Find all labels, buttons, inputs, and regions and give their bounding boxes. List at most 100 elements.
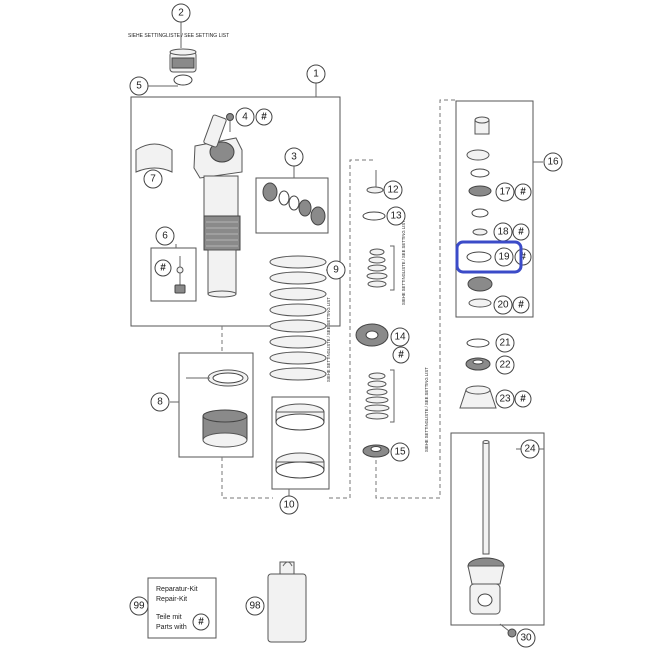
svg-text:13: 13: [390, 211, 402, 222]
svg-text:24: 24: [524, 444, 536, 455]
svg-text:#: #: [518, 227, 524, 238]
callout-10: 10: [279, 495, 299, 515]
repair-kit-card: Reparatur-Kit Repair-Kit Teile mit Parts…: [147, 577, 217, 639]
seal-kit-part-3: [262, 182, 326, 226]
hash-marker-6: #: [154, 259, 172, 277]
callout-23: 23: [495, 389, 515, 409]
svg-text:98: 98: [249, 601, 261, 612]
clamp-part-8: [186, 369, 249, 448]
svg-text:12: 12: [387, 185, 399, 196]
svg-text:19: 19: [498, 252, 510, 263]
part-14-piston: [355, 323, 389, 347]
hash-marker-17: #: [514, 183, 532, 201]
callout-4: 4: [235, 107, 255, 127]
svg-text:3: 3: [291, 152, 297, 163]
svg-text:16: 16: [547, 157, 559, 168]
callout-17: 17: [495, 182, 515, 202]
part-13-washer: [362, 211, 386, 221]
callout-8: 8: [150, 392, 170, 412]
route-dash-3: [329, 159, 376, 499]
svg-text:99: 99: [133, 601, 145, 612]
svg-text:21: 21: [499, 338, 511, 349]
repair-kit-line2: Repair-Kit: [156, 596, 187, 603]
spring-seat-part-10: [275, 403, 325, 479]
part-98-oil-can: [267, 561, 307, 643]
part-21-ring: [466, 338, 490, 348]
svg-text:#: #: [160, 263, 166, 274]
callout-16: 16: [543, 152, 563, 172]
callout-13: 13: [386, 206, 406, 226]
route-dash-2: [221, 457, 273, 499]
setting-note-9: SIEHE SETTINGLISTE / SEE SETTING LIST: [326, 297, 331, 382]
svg-text:#: #: [520, 394, 526, 405]
hash-marker-20: #: [512, 296, 530, 314]
svg-text:5: 5: [136, 81, 142, 92]
callout-14: 14: [390, 327, 410, 347]
callout-6: 6: [155, 226, 175, 246]
svg-text:#: #: [518, 300, 524, 311]
shim-stack-2: [364, 372, 390, 420]
repair-kit-line4: Parts with: [156, 624, 187, 631]
group-box-1: [130, 96, 341, 327]
bracket-shim-1: [390, 245, 395, 291]
svg-text:4: 4: [242, 112, 248, 123]
group-box-10: [271, 396, 330, 490]
part-22-bushing: [465, 357, 491, 371]
highlight-box-19: [455, 240, 523, 274]
callout-22: 22: [495, 355, 515, 375]
part-15-nut: [362, 444, 390, 458]
part-23-bump-stop: [459, 385, 497, 409]
reservoir-cap-part: [169, 48, 197, 86]
svg-text:17: 17: [499, 187, 511, 198]
hash-marker-14: #: [392, 346, 410, 364]
svg-text:18: 18: [497, 227, 509, 238]
callout-5: 5: [129, 76, 149, 96]
svg-text:#: #: [520, 252, 526, 263]
hash-marker-18: #: [512, 223, 530, 241]
part-12-washer: [366, 170, 384, 194]
svg-text:10: 10: [283, 500, 295, 511]
hash-marker-19: #: [514, 248, 532, 266]
svg-text:20: 20: [497, 300, 509, 311]
callout-1: 1: [306, 64, 326, 84]
callout-15: 15: [390, 442, 410, 462]
group-box-24: [450, 432, 545, 626]
callout-99: 99: [129, 596, 149, 616]
callout-9: 9: [326, 260, 346, 280]
plate-part-7: [135, 143, 173, 173]
callout-3: 3: [284, 147, 304, 167]
callout-20: 20: [493, 295, 513, 315]
callout-12: 12: [383, 180, 403, 200]
shim-stack-1: [366, 248, 388, 288]
svg-text:6: 6: [162, 231, 168, 242]
svg-text:1: 1: [313, 69, 319, 80]
route-dash-4: [375, 99, 456, 499]
spring-part-9: [269, 255, 327, 381]
svg-text:2: 2: [178, 8, 184, 19]
repair-kit-line1: Reparatur-Kit: [156, 586, 198, 593]
setting-note-top: SIEHE SETTINGLISTE / SEE SETTING LIST: [128, 33, 229, 39]
svg-text:#: #: [520, 187, 526, 198]
group-box-6: [150, 247, 197, 302]
setting-note-shim-1: SIEHE SETTINGLISTE / SEE SETTING LIST: [401, 220, 406, 305]
callout-30: 30: [516, 628, 536, 648]
svg-text:23: 23: [499, 394, 511, 405]
valve-part-6: [174, 256, 186, 294]
svg-text:#: #: [398, 350, 404, 361]
shock-body-part: [193, 114, 243, 298]
callout-19: 19: [494, 247, 514, 267]
part-16-assembly: [466, 116, 493, 308]
callout-2: 2: [171, 3, 191, 23]
bracket-shim-2: [390, 369, 395, 423]
svg-text:9: 9: [333, 265, 339, 276]
callout-24: 24: [520, 439, 540, 459]
repair-kit-hash: #: [198, 617, 204, 628]
svg-text:14: 14: [394, 332, 406, 343]
group-box-8: [178, 352, 254, 458]
svg-text:30: 30: [520, 633, 532, 644]
callout-98: 98: [245, 596, 265, 616]
setting-note-shim-2: SIEHE SETTINGLISTE / SEE SETTING LIST: [424, 367, 429, 452]
svg-text:22: 22: [499, 360, 511, 371]
group-box-3: [255, 177, 329, 234]
